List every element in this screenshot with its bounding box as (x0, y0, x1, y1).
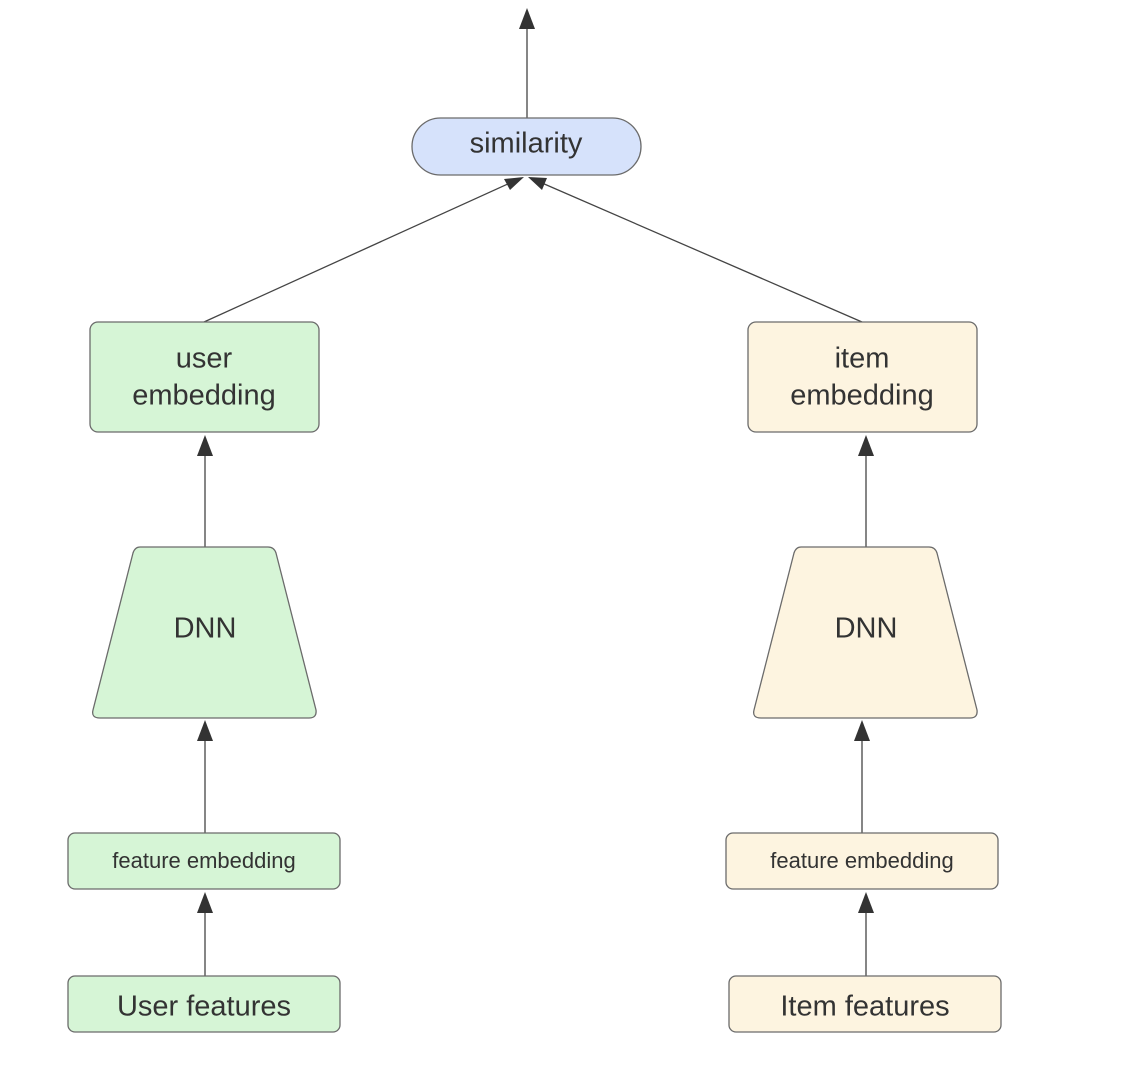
item-dnn-label: DNN (835, 613, 898, 645)
user-feature-embedding-label: feature embedding (112, 848, 295, 873)
item-embedding-label-line1: item (835, 343, 890, 375)
edge-user-embedding-to-similarity (203, 182, 511, 323)
arrowhead-item-dnn (858, 435, 874, 456)
arrowhead-item-feature-embedding (854, 720, 870, 741)
similarity-label: similarity (470, 128, 583, 160)
edge-item-embedding-to-similarity (541, 182, 863, 323)
arrowhead-user-dnn (197, 435, 213, 456)
arrowhead-user-feature-embedding (197, 720, 213, 741)
arrowhead-item-to-similarity (528, 177, 547, 190)
user-features-node: User features (67, 975, 341, 1033)
arrowhead-item-features (858, 892, 874, 913)
arrowhead-user-features (197, 892, 213, 913)
item-dnn-node: DNN (753, 546, 978, 719)
user-embedding-node: user embedding (89, 321, 320, 433)
item-embedding-node: item embedding (747, 321, 978, 433)
arrowhead-output (519, 8, 535, 29)
similarity-node: similarity (411, 117, 642, 176)
item-feature-embedding-label: feature embedding (770, 848, 953, 873)
edges (197, 8, 874, 976)
user-dnn-label: DNN (174, 613, 237, 645)
arrowhead-user-to-similarity (504, 177, 524, 190)
user-embedding-label-line2: embedding (132, 380, 276, 412)
user-embedding-label-line1: user (176, 343, 233, 375)
user-dnn-node: DNN (92, 546, 317, 719)
item-feature-embedding-node: feature embedding (725, 832, 999, 890)
user-features-label: User features (117, 991, 291, 1023)
item-features-label: Item features (780, 991, 949, 1023)
item-features-node: Item features (728, 975, 1002, 1033)
item-embedding-label-line2: embedding (790, 380, 934, 412)
user-feature-embedding-node: feature embedding (67, 832, 341, 890)
